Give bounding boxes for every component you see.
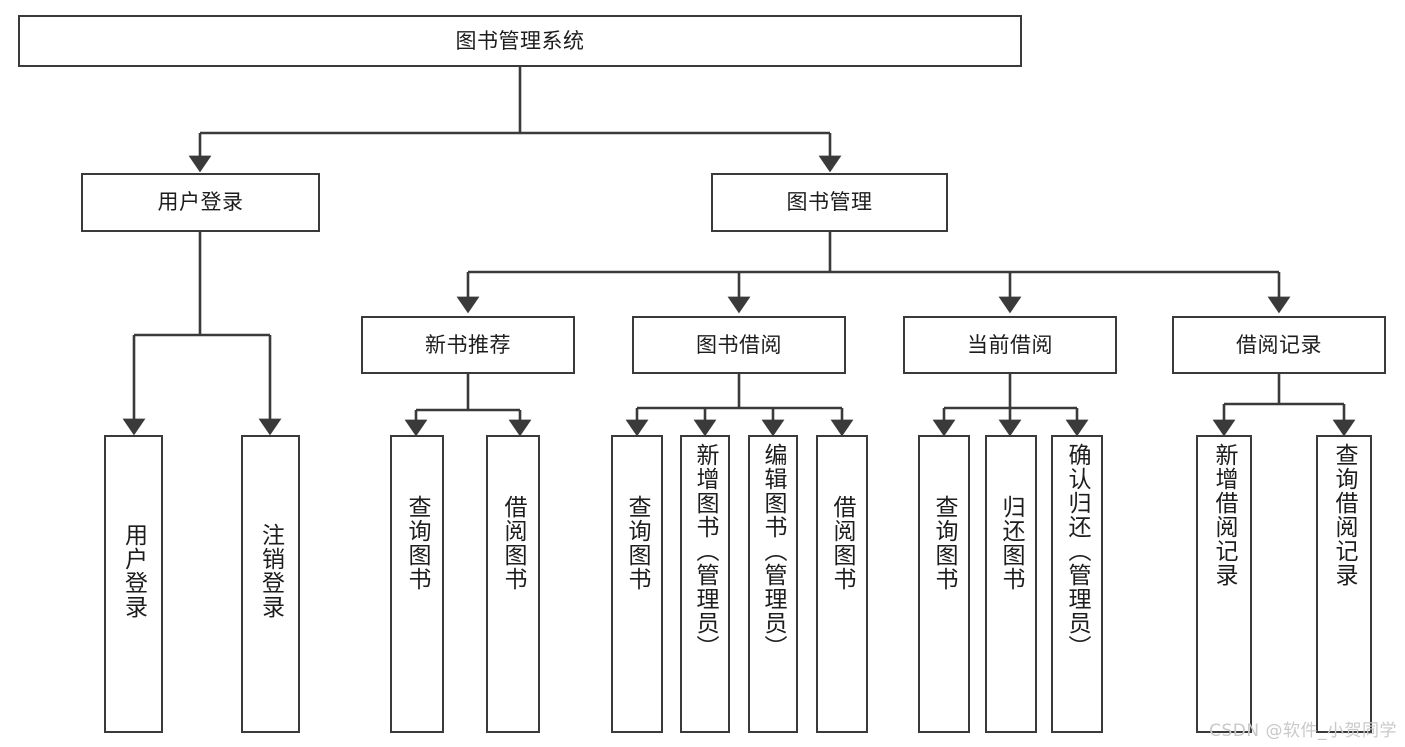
node-borrow-record[interactable]: 借阅记录 xyxy=(1172,316,1386,374)
leaf-borrow-add-book-admin[interactable]: 新增图书（管理员） xyxy=(680,435,730,733)
node-user-login[interactable]: 用户登录 xyxy=(81,173,320,232)
node-book-borrow[interactable]: 图书借阅 xyxy=(632,316,846,374)
leaf-user-logout[interactable]: 注销登录 xyxy=(241,435,300,733)
node-label: 查询借阅记录 xyxy=(1331,443,1358,587)
leaf-recommend-borrow-book[interactable]: 借阅图书 xyxy=(486,435,540,733)
leaf-record-add-borrow-record[interactable]: 新增借阅记录 xyxy=(1196,435,1252,733)
node-label: 查询图书 xyxy=(931,495,958,591)
node-label: 图书管理 xyxy=(786,190,873,215)
leaf-current-confirm-return-admin[interactable]: 确认归还（管理员） xyxy=(1051,435,1103,733)
node-label: 图书借阅 xyxy=(696,332,782,357)
node-label: 用户登录 xyxy=(120,523,147,619)
node-label: 借阅记录 xyxy=(1236,332,1322,357)
node-label: 新书推荐 xyxy=(425,332,511,357)
node-label: 编辑图书（管理员） xyxy=(760,443,787,659)
leaf-user-login[interactable]: 用户登录 xyxy=(104,435,163,733)
node-label: 当前借阅 xyxy=(967,332,1053,357)
node-label: 查询图书 xyxy=(404,495,431,591)
node-label: 新增图书（管理员） xyxy=(692,443,719,659)
leaf-borrow-edit-book-admin[interactable]: 编辑图书（管理员） xyxy=(748,435,798,733)
node-label: 确认归还（管理员） xyxy=(1064,443,1091,659)
node-current-borrow[interactable]: 当前借阅 xyxy=(903,316,1117,374)
node-label: 归还图书 xyxy=(998,495,1025,591)
leaf-borrow-borrow-book[interactable]: 借阅图书 xyxy=(816,435,868,733)
node-label: 用户登录 xyxy=(157,190,244,215)
node-label: 查询图书 xyxy=(624,495,651,591)
leaf-record-query-borrow-record[interactable]: 查询借阅记录 xyxy=(1316,435,1372,733)
node-new-book-recommend[interactable]: 新书推荐 xyxy=(361,316,575,374)
leaf-borrow-query-book[interactable]: 查询图书 xyxy=(611,435,663,733)
node-label: 注销登录 xyxy=(257,523,284,619)
node-label: 借阅图书 xyxy=(500,495,527,591)
leaf-current-query-book[interactable]: 查询图书 xyxy=(918,435,970,733)
node-root-system[interactable]: 图书管理系统 xyxy=(18,15,1022,67)
leaf-current-return-book[interactable]: 归还图书 xyxy=(985,435,1037,733)
node-label: 借阅图书 xyxy=(829,495,856,591)
node-label: 新增借阅记录 xyxy=(1211,443,1238,587)
node-book-management[interactable]: 图书管理 xyxy=(711,173,948,232)
leaf-recommend-query-book[interactable]: 查询图书 xyxy=(390,435,444,733)
node-label: 图书管理系统 xyxy=(455,28,585,53)
